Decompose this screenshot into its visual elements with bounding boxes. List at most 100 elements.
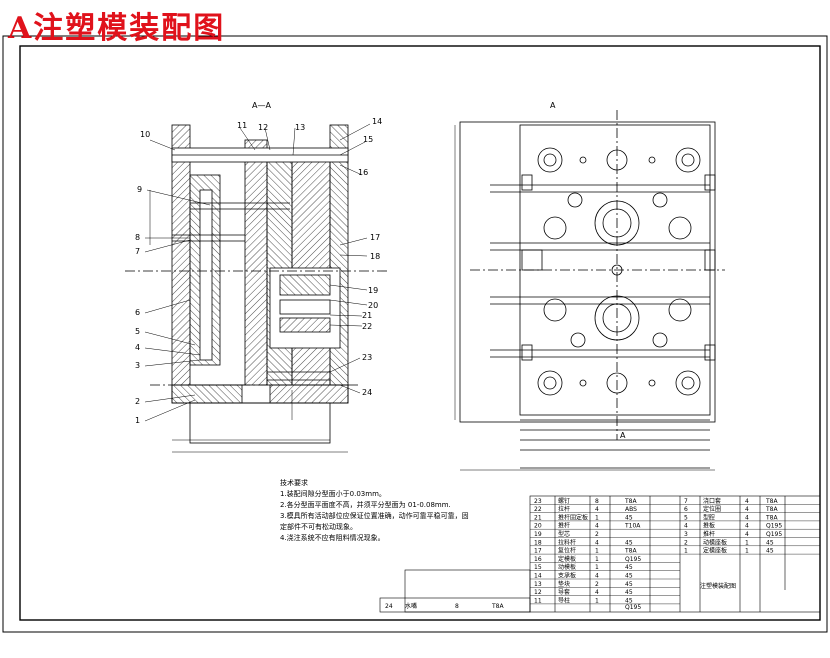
- bom-right-row-name: 推杆: [703, 530, 715, 538]
- bom-right-row-name: 动模座板: [703, 538, 727, 546]
- notes-line: 定部件不可有松动现象。: [280, 523, 357, 531]
- bom-right-row-no: 5: [684, 514, 688, 521]
- bom-row-no: 12: [534, 589, 542, 596]
- bom-row-no: 17: [534, 548, 542, 555]
- bom-row-material: T10A: [624, 523, 641, 530]
- bom-right-row-material: 45: [766, 539, 774, 546]
- notes-line: 1.装配间隙分型面小于0.03mm。: [280, 490, 386, 498]
- leader-23: 23: [362, 353, 372, 362]
- bom-last-no: 24: [385, 603, 393, 610]
- bom-row-material: Q195: [625, 556, 641, 563]
- leader-18: 18: [370, 252, 380, 261]
- bom-row-qty: 4: [595, 573, 599, 580]
- bom-row-no: 11: [534, 597, 542, 604]
- technical-notes: 技术要求 1.装配间隙分型面小于0.03mm。 2.各分型面平面度不高，并须平分…: [280, 478, 500, 544]
- bom-row-qty: 1: [595, 548, 599, 555]
- bom-row-qty: 4: [595, 506, 599, 513]
- bom-right-row-material: 45: [766, 548, 774, 555]
- bom-right-row-qty: 4: [745, 531, 749, 538]
- leader-12: 12: [258, 123, 268, 132]
- bom-row-name: 型芯: [558, 530, 570, 538]
- bom-row-material: 45: [625, 539, 633, 546]
- leader-19: 19: [368, 286, 378, 295]
- leader-7: 7: [135, 247, 140, 256]
- bom-row-qty: 2: [595, 531, 599, 538]
- bom-right-row-no: 3: [684, 531, 688, 538]
- bom-row-qty: 1: [595, 597, 599, 604]
- bom-row-name: 垫块: [558, 580, 570, 588]
- leader-15: 15: [363, 135, 373, 144]
- bom-row-no: 19: [534, 531, 542, 538]
- bom-right-row-material: Q195: [766, 531, 782, 538]
- leader-8: 8: [135, 233, 140, 242]
- bom-row-name: 导套: [558, 588, 570, 596]
- bom-last-qty: 8: [455, 603, 459, 610]
- leader-9: 9: [137, 185, 142, 194]
- bom-row-material: 45: [625, 589, 633, 596]
- view-label-a-bottom: A: [620, 431, 626, 440]
- leader-17: 17: [370, 233, 380, 242]
- leader-2: 2: [135, 397, 140, 406]
- bom-row-no: 15: [534, 564, 542, 571]
- leader-3: 3: [135, 361, 140, 370]
- leader-6: 6: [135, 308, 140, 317]
- outer-frame: [2, 35, 828, 633]
- bom-right-row-no: 2: [684, 539, 688, 546]
- notes-heading: 技术要求: [280, 479, 308, 487]
- bom-row-name: 定模板: [558, 555, 576, 563]
- bom-row-qty: 1: [595, 564, 599, 571]
- notes-line: 2.各分型面平面度不高，并须平分型面为 01-0.08mm.: [280, 501, 451, 509]
- bom-row-name: 推杆固定板: [558, 513, 588, 521]
- leader-1: 1: [135, 416, 140, 425]
- bom-last-material: T8A: [491, 603, 504, 610]
- inner-frame: [19, 45, 821, 621]
- notes-line: 3.模具所有活动部位应保证位置准确，动作可靠平稳可靠，固: [280, 512, 469, 520]
- leader-14: 14: [372, 117, 382, 126]
- bom-row-material: 45: [625, 581, 633, 588]
- leader-10: 10: [140, 130, 150, 139]
- bom-right-row-name: 定位圈: [703, 505, 721, 513]
- bom-right-row-material: T8A: [765, 506, 778, 513]
- bom-right-row-name: 定模座板: [703, 547, 727, 555]
- bom-right-row-qty: 4: [745, 506, 749, 513]
- section-view: [125, 123, 390, 453]
- bom-right-row-qty: 1: [745, 548, 749, 555]
- bom-right-row-name: 型腔: [703, 513, 715, 521]
- bom-row-material: 45: [625, 597, 633, 604]
- bom-right-row-no: 7: [684, 498, 688, 505]
- bom-right-row-qty: 1: [745, 539, 749, 546]
- leader-5: 5: [135, 327, 140, 336]
- bom-row-qty: 1: [595, 514, 599, 521]
- bom-row-no: 21: [534, 514, 542, 521]
- bom-row-qty: 4: [595, 589, 599, 596]
- bom-right-row-no: 6: [684, 506, 688, 513]
- leader-20: 20: [368, 301, 378, 310]
- bom-row-material: 45: [625, 514, 633, 521]
- bom-row-qty: 4: [595, 539, 599, 546]
- bom-row-qty: 4: [595, 523, 599, 530]
- bom-row-qty: 8: [595, 498, 599, 505]
- leader-16: 16: [358, 168, 368, 177]
- bom-right-row-qty: 4: [745, 514, 749, 521]
- bom-right-row-no: 4: [684, 523, 688, 530]
- leader-22: 22: [362, 322, 372, 331]
- leader-24: 24: [362, 388, 372, 397]
- bom-row-no: 20: [534, 523, 542, 530]
- bom-row-no: 18: [534, 539, 542, 546]
- bom-row-no: 23: [534, 498, 542, 505]
- leader-11: 11: [237, 121, 247, 130]
- bom-right-row-material: Q195: [766, 523, 782, 530]
- bom-right-row-material: T8A: [765, 514, 778, 521]
- bom-row-name: 螺钉: [558, 497, 570, 505]
- bom-right-row-material: T8A: [765, 498, 778, 505]
- bom-last-name: 水嘴: [405, 602, 417, 610]
- bom-row-lines: [530, 504, 820, 605]
- drawing-title: A注塑模装配图: [8, 11, 226, 46]
- bom-row-material: 45: [625, 564, 633, 571]
- bom-row-qty: 1: [595, 556, 599, 563]
- bom-right-row-no: 1: [684, 548, 688, 555]
- leader-4: 4: [135, 343, 140, 352]
